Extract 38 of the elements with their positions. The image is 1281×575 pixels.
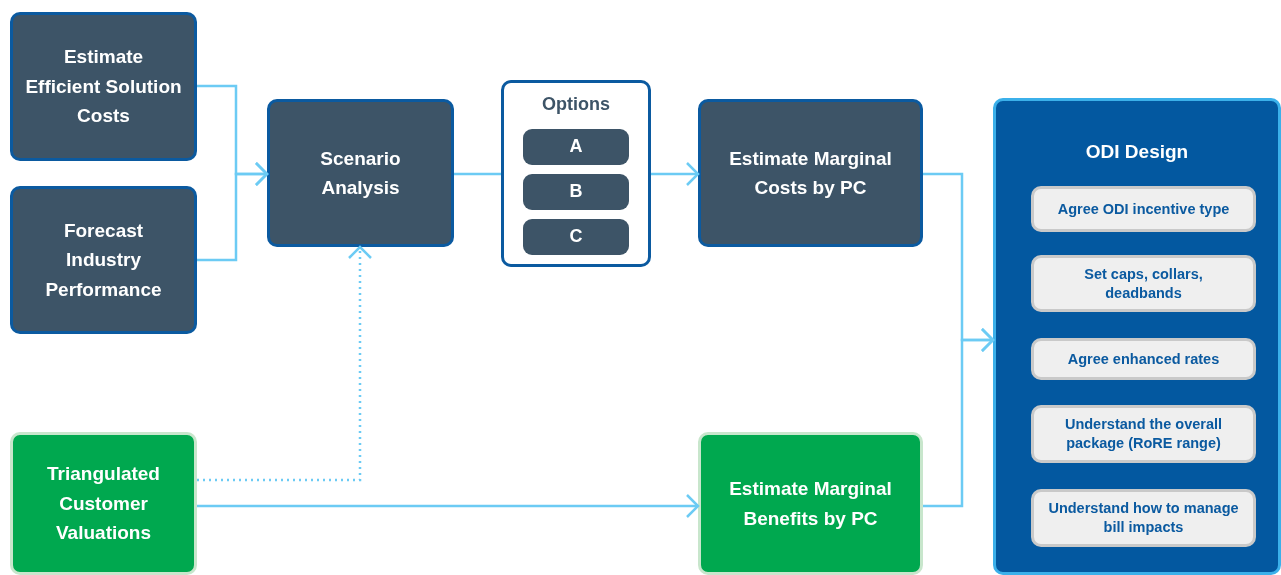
node-label: Agree ODI incentive type	[1057, 199, 1230, 219]
arrow	[197, 161, 269, 262]
node-label: Estimate Marginal Costs by PC	[728, 146, 893, 200]
node-label: Triangulated Customer Valuations	[46, 462, 161, 546]
process-box	[10, 12, 197, 161]
node-label: Understand how to manage bill impacts	[1047, 499, 1240, 537]
connector-line	[454, 172, 501, 176]
options-panel	[501, 80, 651, 267]
input-box	[10, 432, 197, 575]
node-label: A	[569, 135, 583, 159]
output-box	[698, 432, 923, 575]
node-label: Agree enhanced rates	[1067, 349, 1220, 369]
dotted-arrow	[197, 245, 373, 482]
step-box	[1031, 405, 1256, 463]
node-label: B	[569, 180, 583, 204]
process-box	[698, 99, 923, 247]
design-panel	[993, 98, 1281, 575]
process-box	[10, 186, 197, 334]
step-box	[1031, 186, 1256, 232]
arrow	[923, 327, 995, 508]
arrow	[197, 493, 700, 519]
option-box	[523, 219, 629, 255]
node-label: Understand the overall package (RoRE range)	[1063, 415, 1224, 453]
step-box	[1031, 255, 1256, 312]
step-box	[1031, 338, 1256, 380]
option-box	[523, 174, 629, 210]
step-box	[1031, 489, 1256, 547]
node-label: Scenario Analysis	[319, 146, 402, 200]
arrow	[651, 161, 700, 187]
process-box	[267, 99, 454, 247]
panel-heading: ODI Design	[1085, 140, 1189, 164]
node-label: Estimate Efficient Solution Costs	[25, 45, 182, 129]
panel-heading: Options	[542, 93, 610, 116]
node-label: Estimate Marginal Benefits by PC	[728, 477, 893, 531]
node-label: Set caps, collars, deadbands	[1083, 264, 1204, 303]
option-box	[523, 129, 629, 165]
node-label: Forecast Industry Performance	[44, 218, 163, 302]
node-label: C	[569, 225, 583, 249]
